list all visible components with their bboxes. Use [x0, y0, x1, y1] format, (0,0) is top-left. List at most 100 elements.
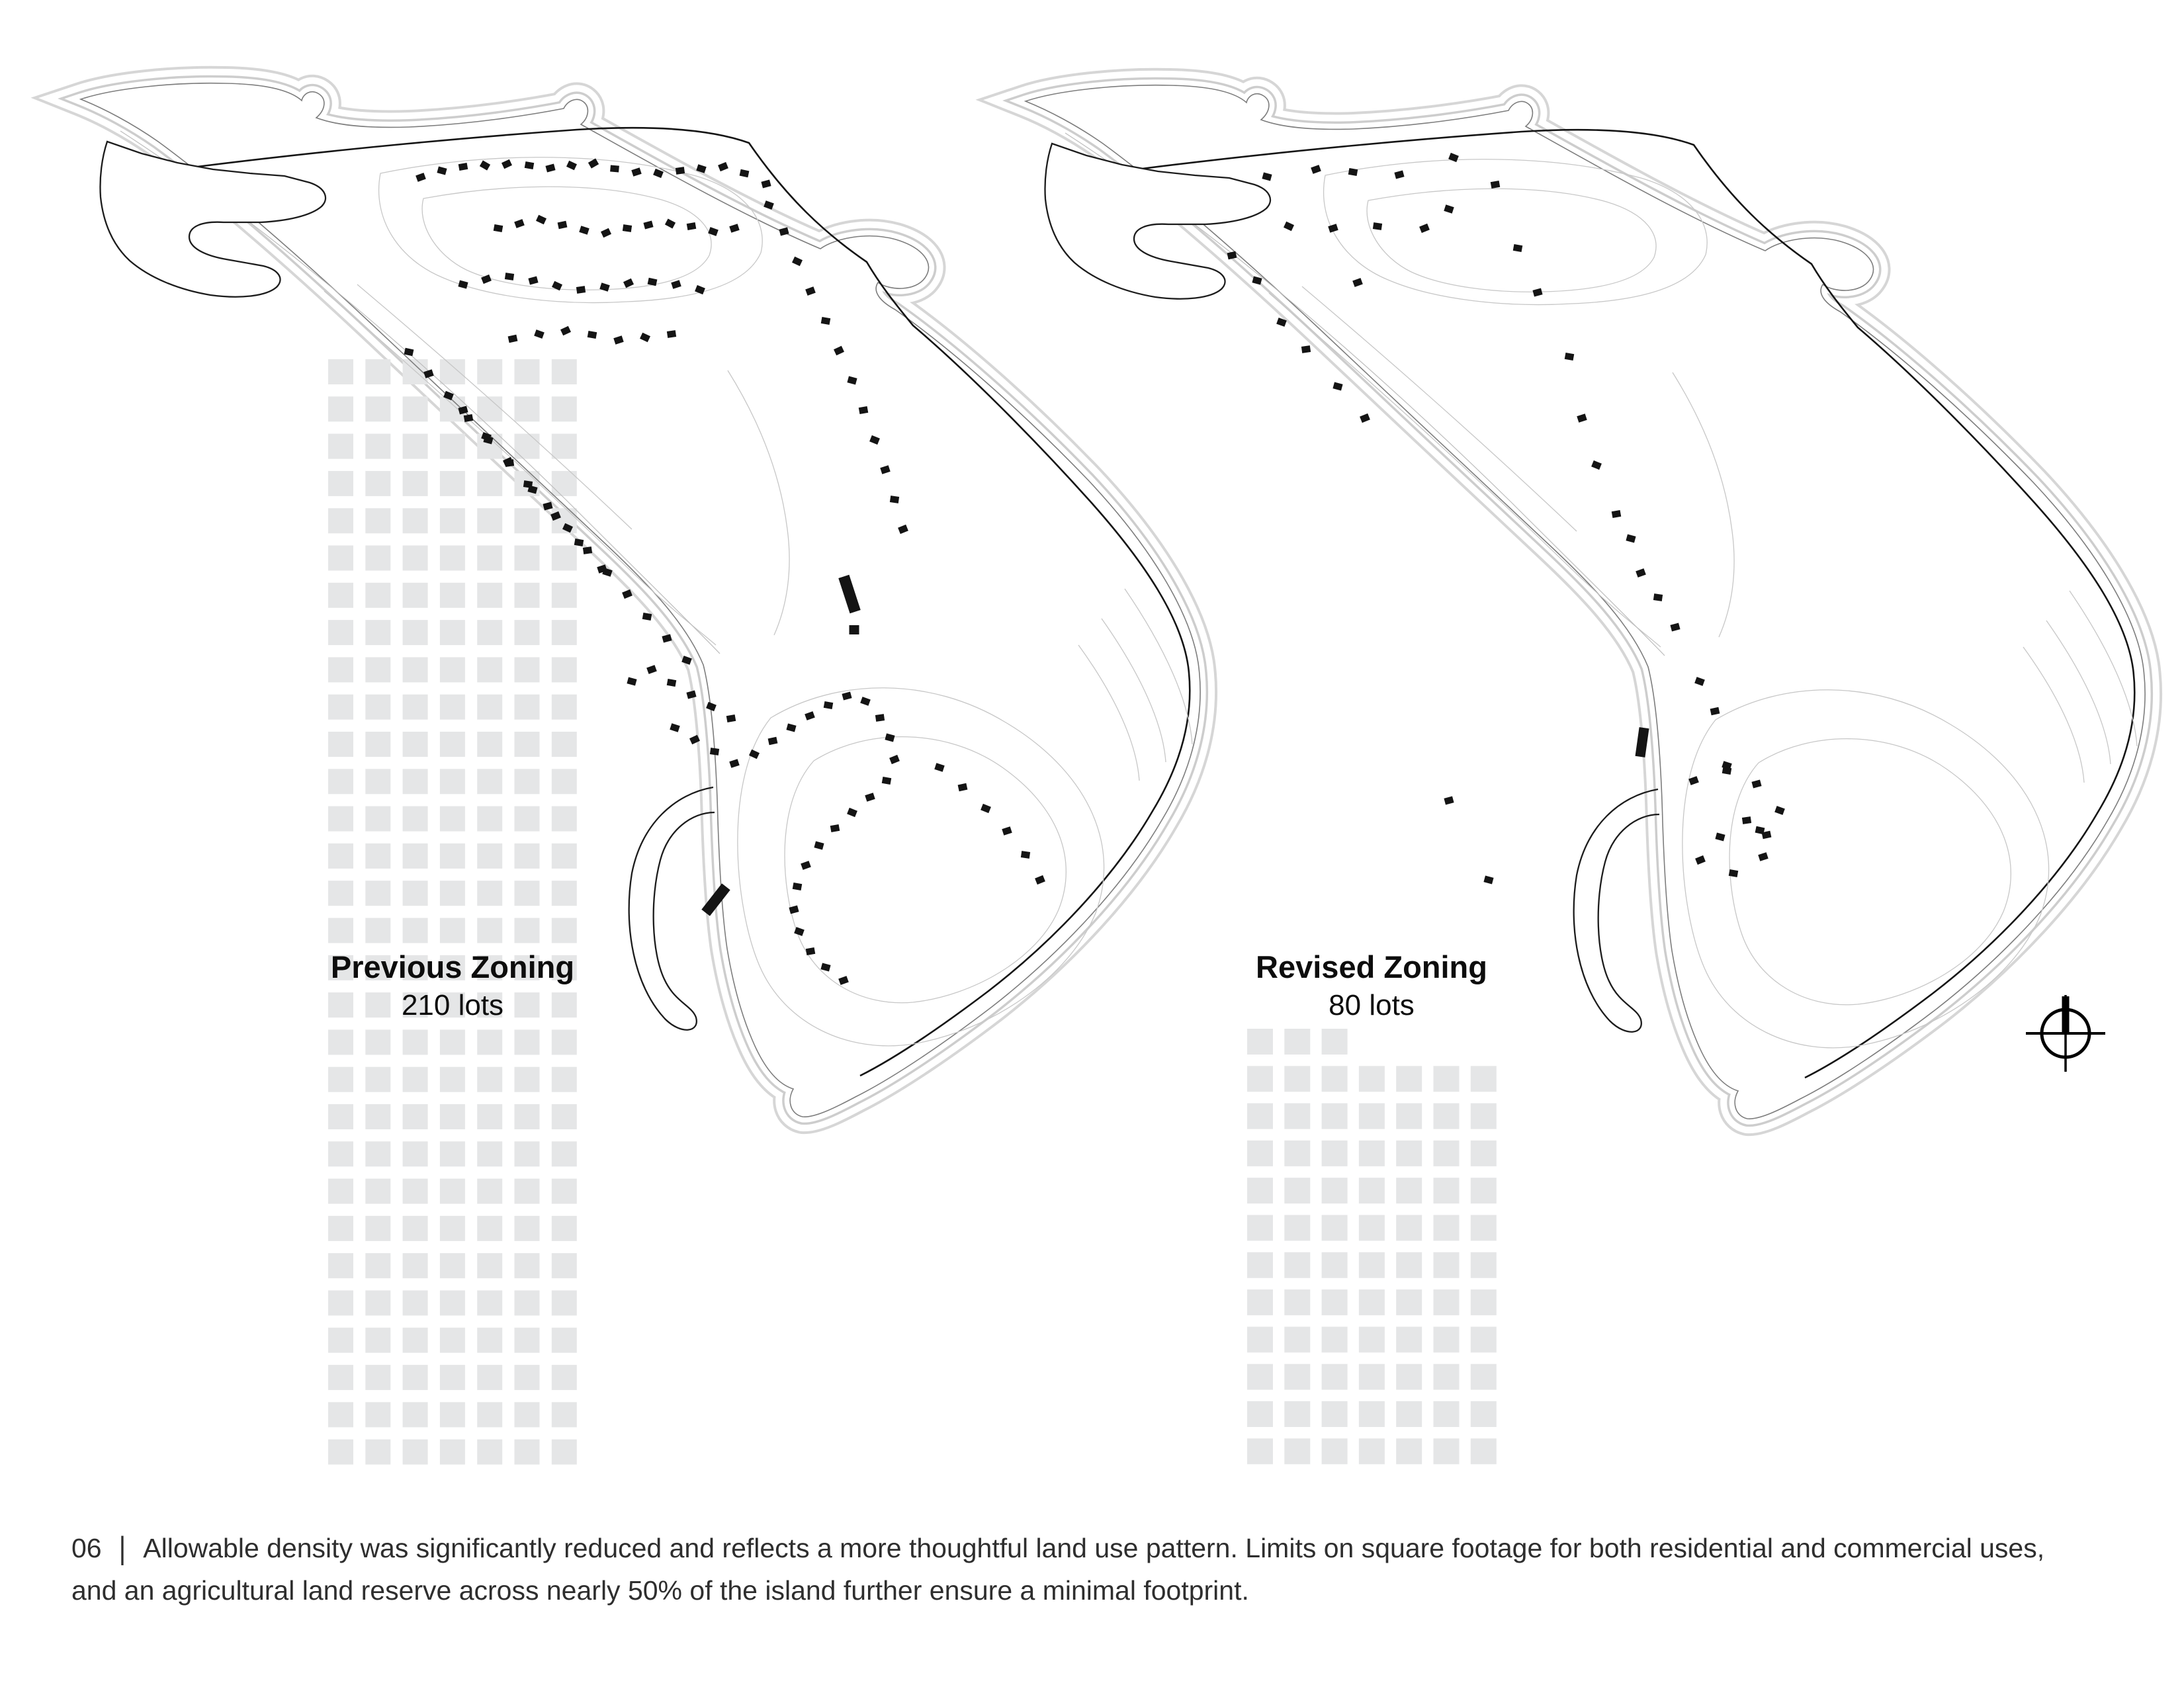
lot-square	[551, 918, 577, 943]
house-marker	[875, 714, 885, 722]
lot-square	[551, 1215, 577, 1241]
lot-square	[514, 955, 540, 980]
house-marker	[726, 714, 736, 723]
house-marker	[576, 286, 586, 294]
lot-square	[1321, 1401, 1348, 1427]
house-marker	[820, 316, 831, 325]
lot-square	[477, 545, 503, 571]
house-marker	[514, 219, 525, 228]
house-marker	[1755, 826, 1765, 835]
lot-square	[365, 620, 391, 646]
house-marker	[1751, 779, 1762, 789]
lot-square	[551, 1104, 577, 1129]
lot-square	[514, 769, 540, 795]
house-marker	[881, 776, 892, 785]
lot-square	[328, 694, 353, 720]
house-marker	[493, 224, 503, 233]
house-marker	[858, 406, 869, 415]
house-marker	[1332, 382, 1343, 391]
house-marker	[898, 524, 908, 535]
lot-square	[551, 769, 577, 795]
house-marker	[666, 330, 677, 338]
lot-square	[365, 1365, 391, 1391]
lot-square	[514, 396, 540, 422]
lot-square	[514, 806, 540, 832]
lot-square	[402, 1178, 428, 1204]
lot-square	[365, 694, 391, 720]
lot-square	[328, 843, 353, 869]
house-marker	[566, 160, 578, 171]
lot-square	[1321, 1438, 1348, 1465]
house-marker	[1532, 288, 1543, 297]
lot-square	[1284, 1401, 1311, 1427]
lot-square	[1321, 1252, 1348, 1278]
lot-square	[514, 1402, 540, 1428]
lot-square	[551, 694, 577, 720]
house-marker	[643, 220, 654, 230]
lot-square	[551, 806, 577, 832]
lot-square	[1358, 1363, 1385, 1390]
house-marker	[599, 282, 610, 292]
lot-square	[551, 1066, 577, 1092]
lot-square	[551, 732, 577, 757]
house-marker	[1774, 806, 1785, 815]
lot-square	[1470, 1103, 1497, 1129]
lot-square	[477, 1141, 503, 1167]
house-marker	[1577, 413, 1587, 423]
house-marker	[1653, 593, 1663, 601]
house-marker	[501, 159, 513, 169]
house-marker	[597, 564, 607, 574]
lot-square	[514, 1104, 540, 1129]
lot-square	[402, 992, 428, 1018]
building-marker	[849, 625, 859, 634]
lot-square	[1470, 1215, 1497, 1241]
house-marker	[631, 167, 642, 177]
house-marker	[1035, 875, 1045, 885]
lot-square	[439, 992, 465, 1018]
lot-square	[1396, 1363, 1422, 1390]
house-marks-previous	[404, 158, 1045, 985]
lot-square	[551, 657, 577, 683]
lot-square	[439, 1104, 465, 1129]
lot-square	[328, 1327, 353, 1353]
lot-square	[439, 1029, 465, 1055]
lot-square	[477, 1290, 503, 1316]
lot-square	[439, 806, 465, 832]
lot-square	[365, 396, 391, 422]
lot-square	[365, 1290, 391, 1316]
lot-square	[365, 545, 391, 571]
house-marker	[1283, 221, 1295, 232]
house-marker	[847, 807, 857, 818]
panel-label-previous: Previous Zoning 210 lots	[254, 951, 651, 1020]
house-marker	[551, 281, 563, 291]
lot-square	[477, 1365, 503, 1391]
lot-square	[477, 806, 503, 832]
lot-square	[328, 1104, 353, 1129]
lot-square	[551, 881, 577, 906]
lot-square	[1396, 1215, 1422, 1241]
house-marker	[1020, 851, 1031, 859]
house-marker	[1695, 855, 1706, 865]
lot-square	[514, 992, 540, 1018]
house-marker	[761, 179, 771, 189]
house-marker	[794, 927, 805, 936]
lot-square	[1247, 1326, 1273, 1353]
lot-square	[551, 1402, 577, 1428]
house-marker	[823, 701, 834, 710]
house-marker	[443, 390, 454, 401]
lot-square	[551, 433, 577, 459]
lot-square	[477, 657, 503, 683]
lot-square	[328, 992, 353, 1018]
lot-grid-revised	[1247, 1029, 1497, 1465]
lot-square	[402, 620, 428, 646]
lot-square	[402, 843, 428, 869]
house-marker	[1670, 623, 1681, 632]
caption-divider: |	[118, 1530, 126, 1566]
house-marker	[880, 465, 891, 474]
house-marker	[805, 286, 816, 296]
house-marker	[647, 277, 658, 286]
lot-square	[1247, 1066, 1273, 1092]
house-marker	[524, 161, 535, 170]
house-marker	[504, 273, 515, 281]
lot-square	[439, 843, 465, 869]
